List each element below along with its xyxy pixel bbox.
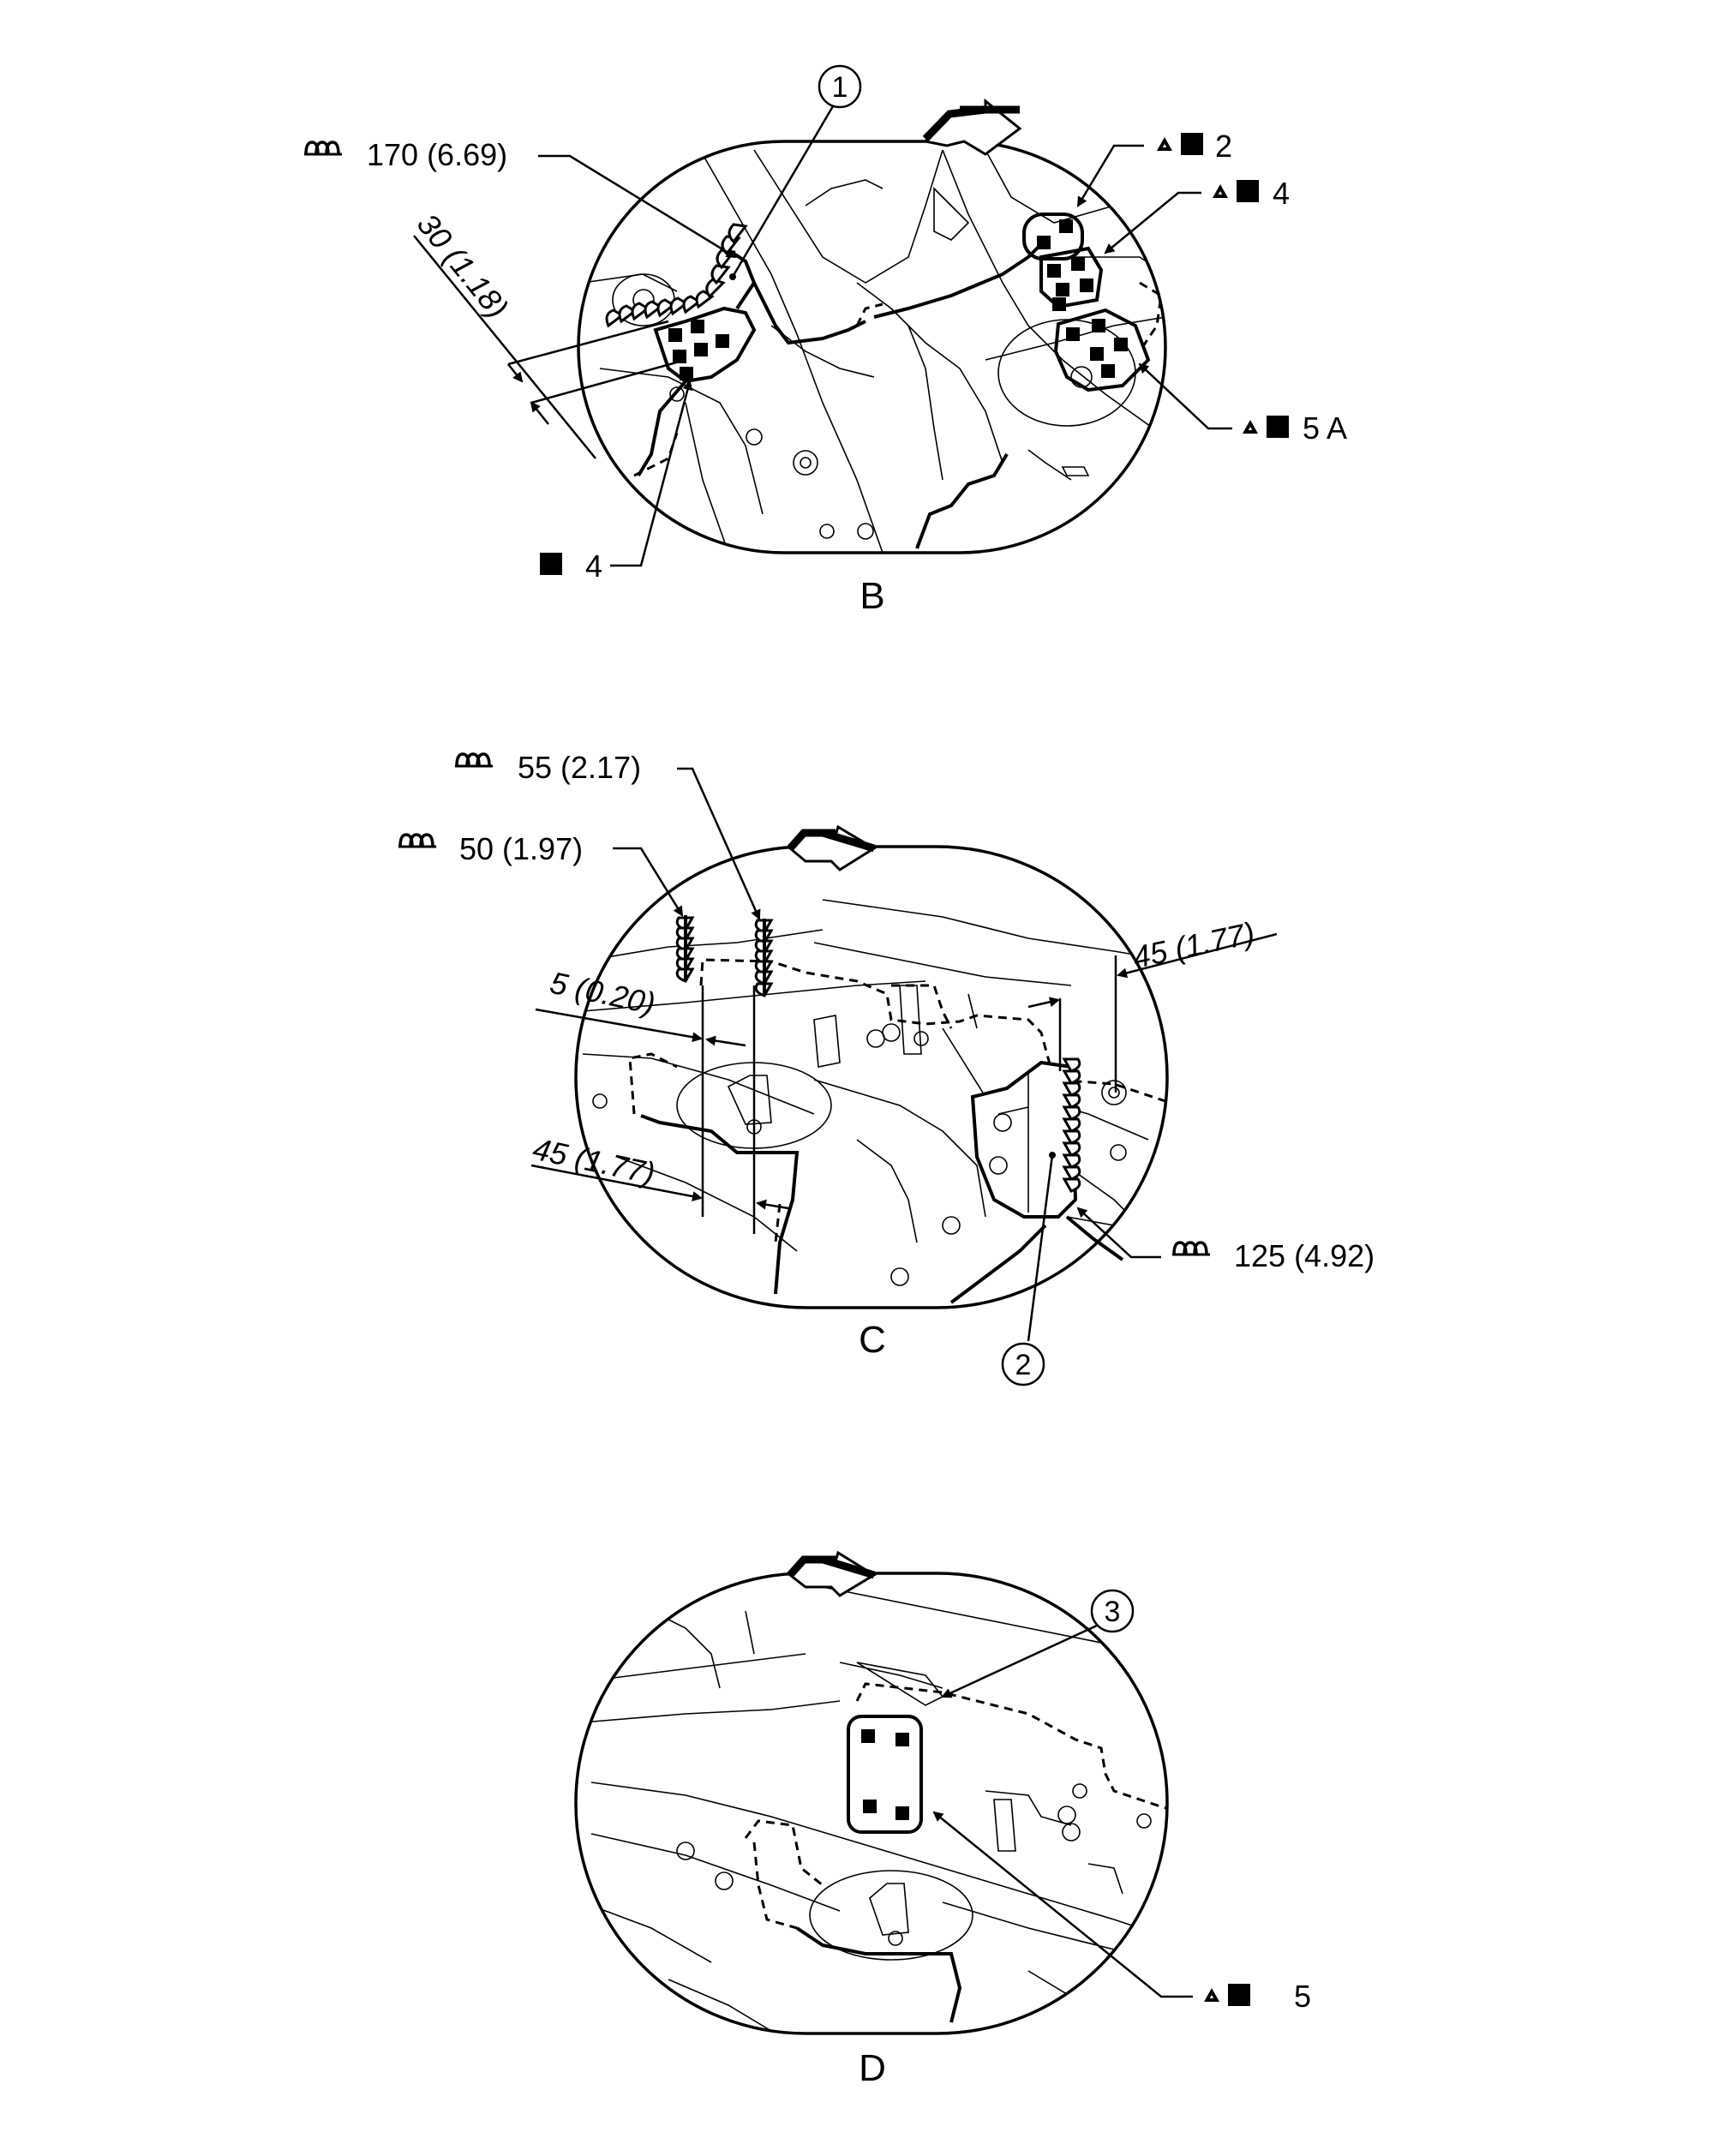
sym-4-left-label: 4 <box>585 548 602 584</box>
spot-weld-icon <box>1267 416 1289 438</box>
forward-arrow-c <box>787 824 877 871</box>
weld-length-icon <box>302 141 344 156</box>
weld-170-leader <box>538 154 737 259</box>
weld-length-icon <box>453 752 494 768</box>
view-c-seam-lines <box>640 1114 1124 1304</box>
sym-5-label: 5 <box>1294 1979 1311 2014</box>
callout-1-leader <box>731 105 835 278</box>
weld-50-label: 50 (1.97) <box>459 831 583 866</box>
sym-5-leader <box>932 1811 1193 1998</box>
sym-5a-leader <box>1138 362 1232 430</box>
sym-2-label: 2 <box>1215 129 1232 164</box>
triangle-weld-icon <box>1242 419 1259 434</box>
sym-4-left-leader <box>610 380 693 567</box>
sym-4-right-label: 4 <box>1273 176 1290 211</box>
view-d-letter: D <box>859 2047 886 2089</box>
weld-length-icon <box>1171 1241 1212 1256</box>
weld-bead-50 <box>675 915 695 983</box>
dimension-30-label: 30 (1.18) <box>410 207 516 325</box>
weld-length-icon <box>397 833 438 848</box>
dim-5-leader <box>535 1008 703 1043</box>
dim-45-right-leader <box>1117 932 1278 979</box>
forward-arrow-b <box>922 98 1022 156</box>
dimension-30 <box>413 235 686 459</box>
spot-weld-icon <box>540 553 562 575</box>
triangle-weld-icon <box>1203 1987 1220 2003</box>
weld-125-leader <box>1076 1207 1161 1259</box>
spot-weld-group-5a <box>1053 308 1151 392</box>
spot-weld-group-5 <box>847 1715 923 1834</box>
callout-3-leader <box>941 1624 1098 1698</box>
weld-170-label: 170 (6.69) <box>367 137 507 172</box>
weld-bead-125 <box>1062 1057 1081 1193</box>
dim-5-arrow <box>705 1035 746 1047</box>
dim-45-left-leader <box>530 1164 703 1202</box>
view-b-hidden-lines <box>633 281 1163 477</box>
sym-5a-label: 5 A <box>1303 410 1347 446</box>
triangle-weld-icon <box>1156 136 1173 152</box>
spot-weld-group-2 <box>1022 213 1084 261</box>
forward-arrow-d <box>787 1550 877 1597</box>
view-b: 30 (1.18) 170 (6.69) 1 2 4 5 A 4 B <box>302 64 1347 617</box>
view-d-seam-lines <box>795 1926 962 2023</box>
triangle-weld-icon <box>1212 183 1229 199</box>
weld-125-label: 125 (4.92) <box>1234 1238 1375 1273</box>
callout-1-circle <box>818 64 862 109</box>
weld-50-leader <box>613 847 684 917</box>
view-b-frame <box>577 140 1167 554</box>
callout-2-circle <box>1001 1342 1045 1386</box>
weld-bead-170 <box>605 223 748 328</box>
view-d: 3 5 D <box>574 1550 1311 2089</box>
callout-3-circle <box>1090 1589 1135 1633</box>
view-c-dimension-lines <box>701 955 1117 1234</box>
callout-2-number: 2 <box>1015 1349 1032 1381</box>
spot-weld-icon <box>1228 1984 1250 2006</box>
spot-weld-icon <box>1181 133 1203 155</box>
weld-55-leader <box>677 767 761 920</box>
callout-1-number: 1 <box>832 71 848 104</box>
callout-3-number: 3 <box>1105 1596 1121 1628</box>
view-d-hidden-lines <box>744 1682 1166 1930</box>
view-c: 55 (2.17) 50 (1.97) 5 (0.20) 45 (1.77) 4… <box>397 750 1375 1386</box>
callout-2-leader <box>1027 1154 1054 1342</box>
spot-weld-group-4-right <box>1039 246 1104 311</box>
dim-45-left-arrow <box>756 1199 789 1210</box>
spot-weld-icon <box>1237 180 1259 202</box>
view-c-letter: C <box>859 1319 886 1361</box>
sym-4-right-leader <box>1104 191 1201 255</box>
view-b-letter: B <box>860 575 884 617</box>
sym-2-leader <box>1076 144 1144 207</box>
weld-55-label: 55 (2.17) <box>518 750 641 785</box>
dim-45-right-arrow <box>1027 997 1060 1009</box>
weld-bead-55 <box>754 919 774 997</box>
